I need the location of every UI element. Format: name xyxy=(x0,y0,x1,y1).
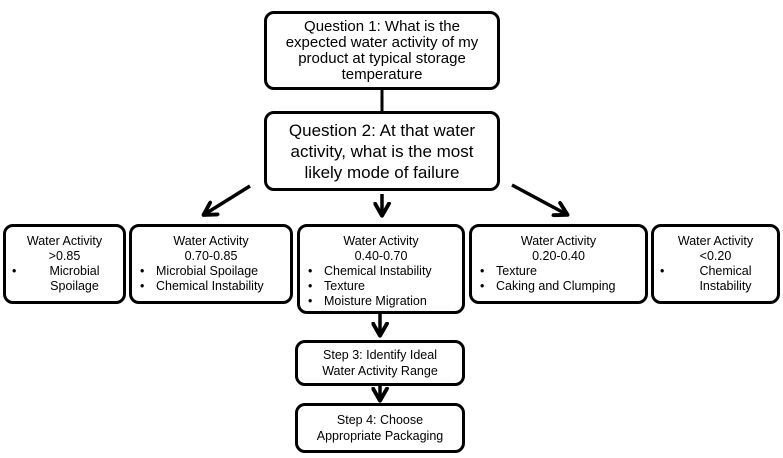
water-activity-box-0-40-0-70: Water Activity 0.40-0.70 Chemical Instab… xyxy=(297,224,465,314)
failure-mode-item: Chemical Instability xyxy=(300,264,462,279)
water-activity-box-above-0-85: Water Activity >0.85 Microbial Spoilage xyxy=(3,224,126,304)
failure-mode-item: Moisture Migration xyxy=(300,294,462,309)
water-activity-range: 0.70-0.85 xyxy=(184,249,238,263)
failure-mode-item: Chemical Instability xyxy=(654,264,777,294)
failure-mode-item: Caking and Clumping xyxy=(472,279,645,294)
failure-mode-list: Chemical Instability Texture Moisture Mi… xyxy=(300,264,462,309)
step-3-line: Step 3: Identify Ideal xyxy=(323,348,437,362)
failure-mode-list: Texture Caking and Clumping xyxy=(472,264,645,294)
failure-mode-item: Microbial Spoilage xyxy=(6,264,123,294)
arrow-to-left xyxy=(205,184,251,214)
failure-mode-list: Microbial Spoilage Chemical Instability xyxy=(132,264,290,294)
question-2-line: likely mode of failure xyxy=(304,162,460,182)
question-2-line: activity, what is the most xyxy=(290,141,474,161)
water-activity-heading: Water Activity xyxy=(26,234,103,248)
question-2-box: Question 2: At that water activity, what… xyxy=(264,111,500,191)
water-activity-heading: Water Activity xyxy=(173,234,249,248)
water-activity-box-0-70-0-85: Water Activity 0.70-0.85 Microbial Spoil… xyxy=(129,224,293,304)
failure-mode-item: Microbial Spoilage xyxy=(132,264,290,279)
step-4-line: Appropriate Packaging xyxy=(316,429,444,443)
water-activity-heading: Water Activity xyxy=(343,234,419,248)
failure-mode-item: Texture xyxy=(472,264,645,279)
failure-mode-item: Texture xyxy=(300,279,462,294)
failure-mode-item: Chemical Instability xyxy=(132,279,290,294)
question-2-line: Question 2: At that water xyxy=(288,120,476,140)
failure-mode-list: Microbial Spoilage xyxy=(6,264,123,294)
arrow-to-right xyxy=(511,183,566,214)
step-4-box: Step 4: Choose Appropriate Packaging xyxy=(295,403,465,453)
water-activity-box-0-20-0-40: Water Activity 0.20-0.40 Texture Caking … xyxy=(469,224,648,304)
water-activity-range: 0.20-0.40 xyxy=(532,249,585,263)
question-1-line: expected water activity of my xyxy=(285,33,479,51)
water-activity-heading: Water Activity xyxy=(677,234,754,248)
water-activity-range: 0.40-0.70 xyxy=(354,249,408,263)
water-activity-range: <0.20 xyxy=(699,249,732,263)
question-1-line: Question 1: What is the xyxy=(304,17,460,35)
step-3-box: Step 3: Identify Ideal Water Activity Ra… xyxy=(295,340,465,386)
failure-mode-list: Chemical Instability xyxy=(654,264,777,294)
question-1-line: temperature xyxy=(341,65,423,83)
water-activity-box-below-0-20: Water Activity <0.20 Chemical Instabilit… xyxy=(651,224,780,304)
question-1-box: Question 1: What is the expected water a… xyxy=(264,11,500,90)
step-4-line: Step 4: Choose xyxy=(336,413,424,427)
question-1-line: product at typical storage xyxy=(298,49,466,67)
step-3-line: Water Activity Range xyxy=(322,364,438,378)
water-activity-range: >0.85 xyxy=(48,249,81,263)
water-activity-heading: Water Activity xyxy=(520,234,597,248)
